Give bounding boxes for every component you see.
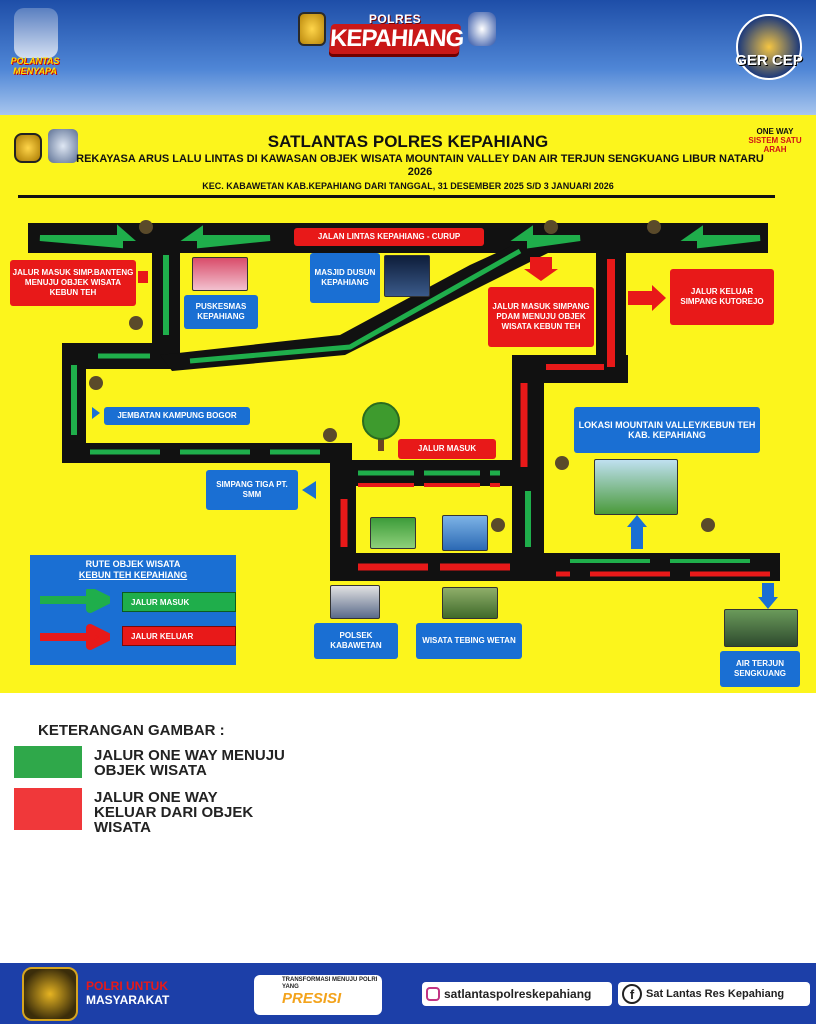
- label-polsek: POLSEK KABAWETAN: [314, 623, 398, 659]
- keterangan-green-swatch: [14, 746, 82, 778]
- entry-arrow: [180, 225, 271, 249]
- road-network: [28, 220, 780, 609]
- tebing-photo: [442, 587, 498, 619]
- label-puskesmas: PUSKESMAS KEPAHIANG: [184, 295, 258, 329]
- exit-arrow: [530, 257, 552, 269]
- instagram-handle[interactable]: satlantaspolreskepahiang: [422, 982, 612, 1006]
- traffic-officers: [89, 220, 715, 532]
- polri-emblem-icon: [22, 967, 78, 1021]
- satlantas-badge-icon: [468, 12, 496, 46]
- polri-slogan-line2: MASYARAKAT: [86, 993, 170, 1007]
- polres-kepahiang-logo: KEPAHIANG: [328, 24, 465, 54]
- legend-jalur-keluar: JALUR KELUAR: [122, 626, 236, 646]
- map-subtitle: REKAYASA ARUS LALU LINTAS DI KAWASAN OBJ…: [76, 153, 764, 178]
- info-arrow: [627, 515, 647, 527]
- polri-slogan-line1: POLRI UNTUK: [86, 979, 168, 993]
- facebook-text: Sat Lantas Res Kepahiang: [646, 988, 785, 1000]
- air-terjun-photo: [724, 609, 798, 647]
- legend-title-line2: KEBUN TEH KEPAHIANG: [78, 570, 188, 580]
- polri-badge-icon: [14, 133, 42, 163]
- label-jalur-keluar-kutorejo: JALUR KELUAR SIMPANG KUTOREJO: [670, 269, 774, 325]
- legend-green-arrow: [40, 589, 110, 613]
- traffic-map-panel: SATLANTAS POLRES KEPAHIANG REKAYASA ARUS…: [0, 115, 816, 693]
- officer-icon: [555, 456, 569, 470]
- label-jalur-masuk: JALUR MASUK: [398, 439, 496, 459]
- info-arrow: [758, 597, 778, 609]
- polantas-menyapa-logo-text: POLANTAS MENYAPA: [10, 56, 60, 76]
- instagram-icon: [426, 987, 440, 1001]
- info-arrow: [92, 407, 100, 419]
- officer-icon: [129, 316, 143, 330]
- transformasi-text: TRANSFORMASI MENUJU POLRI YANG: [282, 977, 378, 990]
- entry-arrows: [39, 224, 770, 563]
- entry-arrow: [680, 225, 761, 249]
- one-way-note: ONE WAY SISTEM SATU ARAH: [742, 127, 808, 154]
- one-way-description: SISTEM SATU ARAH: [748, 136, 802, 154]
- label-jalan-lintas: JALAN LINTAS KEPAHIANG - CURUP: [294, 228, 484, 246]
- legend-arrows: [40, 589, 110, 650]
- label-simpang-tiga: SIMPANG TIGA PT. SMM: [206, 470, 298, 510]
- label-air-terjun: AIR TERJUN SENGKUANG: [720, 651, 800, 687]
- label-masjid: MASJID DUSUN KEPAHIANG: [310, 253, 380, 303]
- instagram-text: satlantaspolreskepahiang: [444, 987, 592, 1001]
- label-wisata-tebing: WISATA TEBING WETAN: [416, 623, 522, 659]
- title-divider: [18, 195, 775, 198]
- polri-untuk-masyarakat: POLRI UNTUK MASYARAKAT: [86, 979, 206, 1007]
- officer-icon: [544, 220, 558, 234]
- info-arrows: [92, 407, 778, 609]
- info-arrow: [631, 523, 643, 549]
- presisi-text: PRESISI: [282, 990, 342, 1007]
- facebook-handle[interactable]: f Sat Lantas Res Kepahiang: [618, 982, 810, 1006]
- map-title: SATLANTAS POLRES KEPAHIANG: [267, 132, 549, 151]
- lapangan-photo: [370, 517, 416, 549]
- exit-arrow: [652, 285, 666, 311]
- officer-icon: [701, 518, 715, 532]
- label-lokasi: LOKASI MOUNTAIN VALLEY/KEBUN TEH KAB. KE…: [574, 407, 760, 453]
- officer-icon: [139, 220, 153, 234]
- exit-arrow: [628, 291, 652, 305]
- exit-arrows: [138, 257, 770, 577]
- polsek-photo: [330, 585, 380, 619]
- keterangan-red-swatch: [14, 788, 82, 830]
- tree-icon: [362, 402, 400, 451]
- info-arrow: [762, 583, 774, 599]
- presisi-badge: TRANSFORMASI MENUJU POLRI YANG PRESISI: [254, 975, 382, 1015]
- keterangan-title: KETERANGAN GAMBAR :: [38, 722, 225, 739]
- officer-icon: [323, 428, 337, 442]
- exit-arrow: [524, 269, 558, 281]
- one-way-label: ONE WAY: [756, 127, 794, 136]
- gercep-logo-text: GER CEP: [735, 52, 803, 69]
- puskesmas-photo: [192, 257, 248, 291]
- entry-arrow: [510, 225, 581, 249]
- legend-title: RUTE OBJEK WISATA KEBUN TEH KEPAHIANG: [30, 559, 236, 581]
- label-jalur-masuk-pdam: JALUR MASUK SIMPANG PDAM MENUJU OBJEK WI…: [488, 287, 594, 347]
- facebook-icon: f: [622, 984, 642, 1004]
- header-banner: POLANTAS MENYAPA POLRES KEPAHIANG GER CE…: [0, 0, 816, 115]
- mountain-valley-photo: [594, 459, 678, 515]
- masjid-photo: [384, 255, 430, 297]
- entry-arrow: [189, 248, 522, 364]
- footer-bar: POLRI UNTUK MASYARAKAT TRANSFORMASI MENU…: [0, 963, 816, 1024]
- legend-jalur-masuk: JALUR MASUK: [122, 592, 236, 612]
- entry-arrow: [39, 224, 136, 249]
- polantas-mascot-logo: [14, 8, 58, 58]
- exit-arrow: [138, 271, 148, 283]
- map-period: KEC. KABAWETAN KAB.KEPAHIANG DARI TANGGA…: [202, 181, 614, 191]
- officer-icon: [89, 376, 103, 390]
- info-arrow: [302, 481, 316, 499]
- lantas-badge-icon: [48, 129, 78, 163]
- polda-badge-icon: [298, 12, 326, 46]
- label-jalur-masuk-banteng: JALUR MASUK SIMP.BANTENG MENUJU OBJEK WI…: [10, 260, 136, 306]
- legend-red-arrow: [40, 624, 110, 650]
- label-jembatan: JEMBATAN KAMPUNG BOGOR: [104, 407, 250, 425]
- keterangan-green-text: JALUR ONE WAY MENUJU OBJEK WISATA: [94, 747, 285, 779]
- gercep-logo: [736, 14, 802, 80]
- route-legend: RUTE OBJEK WISATA KEBUN TEH KEPAHIANG JA…: [30, 555, 236, 665]
- masjid-dome-photo: [442, 515, 488, 551]
- polres-label: POLRES: [368, 12, 422, 26]
- officer-icon: [647, 220, 661, 234]
- legend-title-line1: RUTE OBJEK WISATA: [85, 559, 181, 569]
- keterangan-red-text: JALUR ONE WAY KELUAR DARI OBJEK WISATA: [94, 789, 254, 836]
- officer-icon: [491, 518, 505, 532]
